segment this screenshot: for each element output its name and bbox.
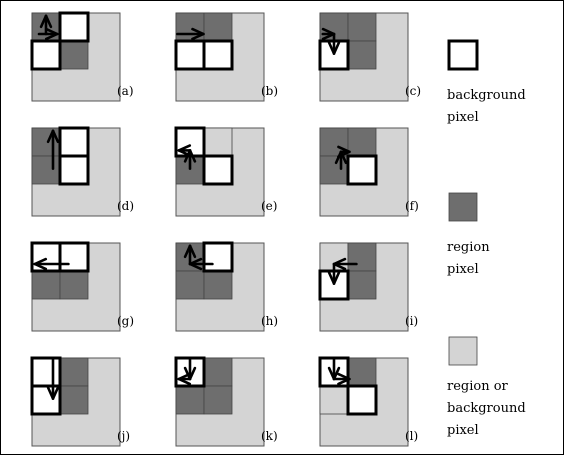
legend-swatch <box>448 192 478 222</box>
panel-label: (a) <box>117 84 134 98</box>
panel-l: (l) <box>318 356 418 447</box>
panel-label: (b) <box>261 84 278 98</box>
background-pixel-cell <box>30 39 62 71</box>
trace-arrow-head <box>46 386 60 400</box>
panel-d: (d) <box>31 126 134 217</box>
panel-label: (k) <box>261 429 278 443</box>
legend-layer: background pixel region pixel region or backg… <box>447 39 526 438</box>
panel-k: (k) <box>174 356 278 447</box>
trace-arrow-head <box>191 27 205 41</box>
legend-item-region: region pixel <box>447 192 490 277</box>
region-pixel-cell <box>347 127 377 157</box>
legend-text-line: pixel <box>447 423 479 438</box>
region-pixel-cell <box>203 12 233 42</box>
trace-arrow-head <box>177 372 192 386</box>
legend-text-line: background <box>447 88 526 103</box>
panel-g: (g) <box>30 241 134 332</box>
trace-arrow-head <box>183 244 197 259</box>
region-pixel-cell <box>31 127 61 157</box>
region-pixel-cell <box>203 357 233 387</box>
region-pixel-cell <box>31 155 61 185</box>
panel-c: (c) <box>318 12 421 102</box>
panel-e: (e) <box>174 126 277 217</box>
region-pixel-cell <box>59 385 89 415</box>
background-pixel-cell <box>58 241 90 273</box>
panel-b: (b) <box>174 12 278 102</box>
region-pixel-cell <box>175 270 205 300</box>
legend-text-line: region or <box>447 379 509 394</box>
panel-h: (h) <box>175 241 278 332</box>
region-pixel-cell <box>203 270 233 300</box>
background-pixel-cell <box>174 39 206 71</box>
background-pixel-cell <box>30 356 62 388</box>
legend-text-line: pixel <box>447 110 479 125</box>
panel-label: (g) <box>117 314 134 328</box>
panel-label: (h) <box>261 314 278 328</box>
background-pixel-cell <box>346 384 378 416</box>
panel-f: (f) <box>319 127 419 217</box>
panel-label: (f) <box>405 199 419 213</box>
panel-label: (d) <box>117 199 134 213</box>
region-pixel-cell <box>319 155 349 185</box>
panel-i: (i) <box>318 242 418 332</box>
background-pixel-cell <box>58 154 90 186</box>
background-pixel-cell <box>346 154 378 186</box>
panel-j: (j) <box>30 356 130 447</box>
trace-arrow-head <box>46 129 60 144</box>
trace-arrow-head <box>327 271 341 285</box>
legend-text-line: background <box>447 401 526 416</box>
region-pixel-cell <box>347 357 377 387</box>
region-pixel-cell <box>347 12 377 42</box>
region-pixel-cell <box>59 357 89 387</box>
region-pixel-cell <box>59 270 89 300</box>
legend-swatch <box>447 39 479 71</box>
region-pixel-cell <box>203 385 233 415</box>
region-pixel-cell <box>59 40 89 70</box>
trace-arrow-head <box>177 144 192 157</box>
background-pixel-cell <box>30 241 62 273</box>
panel-label: (e) <box>261 199 277 213</box>
trace-arrow-head <box>327 41 341 55</box>
background-pixel-cell <box>202 154 234 186</box>
background-pixel-cell <box>202 39 234 71</box>
panel-a: (a) <box>30 11 134 102</box>
region-or-background-cell <box>203 127 233 157</box>
trace-arrow-head <box>44 27 59 41</box>
trace-arrow-head <box>39 14 53 29</box>
panel-label: (l) <box>405 429 418 443</box>
region-pixel-cell <box>347 40 377 70</box>
legend-text-line: pixel <box>447 262 479 277</box>
panel-label: (i) <box>405 314 418 328</box>
trace-arrow-head <box>337 145 351 158</box>
trace-arrow-head <box>33 257 48 271</box>
legend-swatch <box>448 336 478 366</box>
trace-arrow-head <box>337 372 351 386</box>
region-pixel-cell <box>175 385 205 415</box>
region-pixel-cell <box>347 270 377 300</box>
legend-item-white: background pixel <box>447 39 526 125</box>
legend-item-light: region or background pixel <box>447 336 526 438</box>
background-pixel-cell <box>58 126 90 158</box>
panel-label: (c) <box>405 84 421 98</box>
legend-text-line: region <box>447 240 490 255</box>
background-pixel-cell <box>58 11 90 43</box>
region-pixel-cell <box>347 242 377 272</box>
region-pixel-cell <box>31 270 61 300</box>
panel-label: (j) <box>117 429 130 443</box>
region-or-background-cell <box>319 385 349 415</box>
background-pixel-cell <box>202 241 234 273</box>
panels-layer: (a) (b) (c) (d) (e) (f) (g) (h) (i) (j) (k) (l) <box>30 11 421 447</box>
